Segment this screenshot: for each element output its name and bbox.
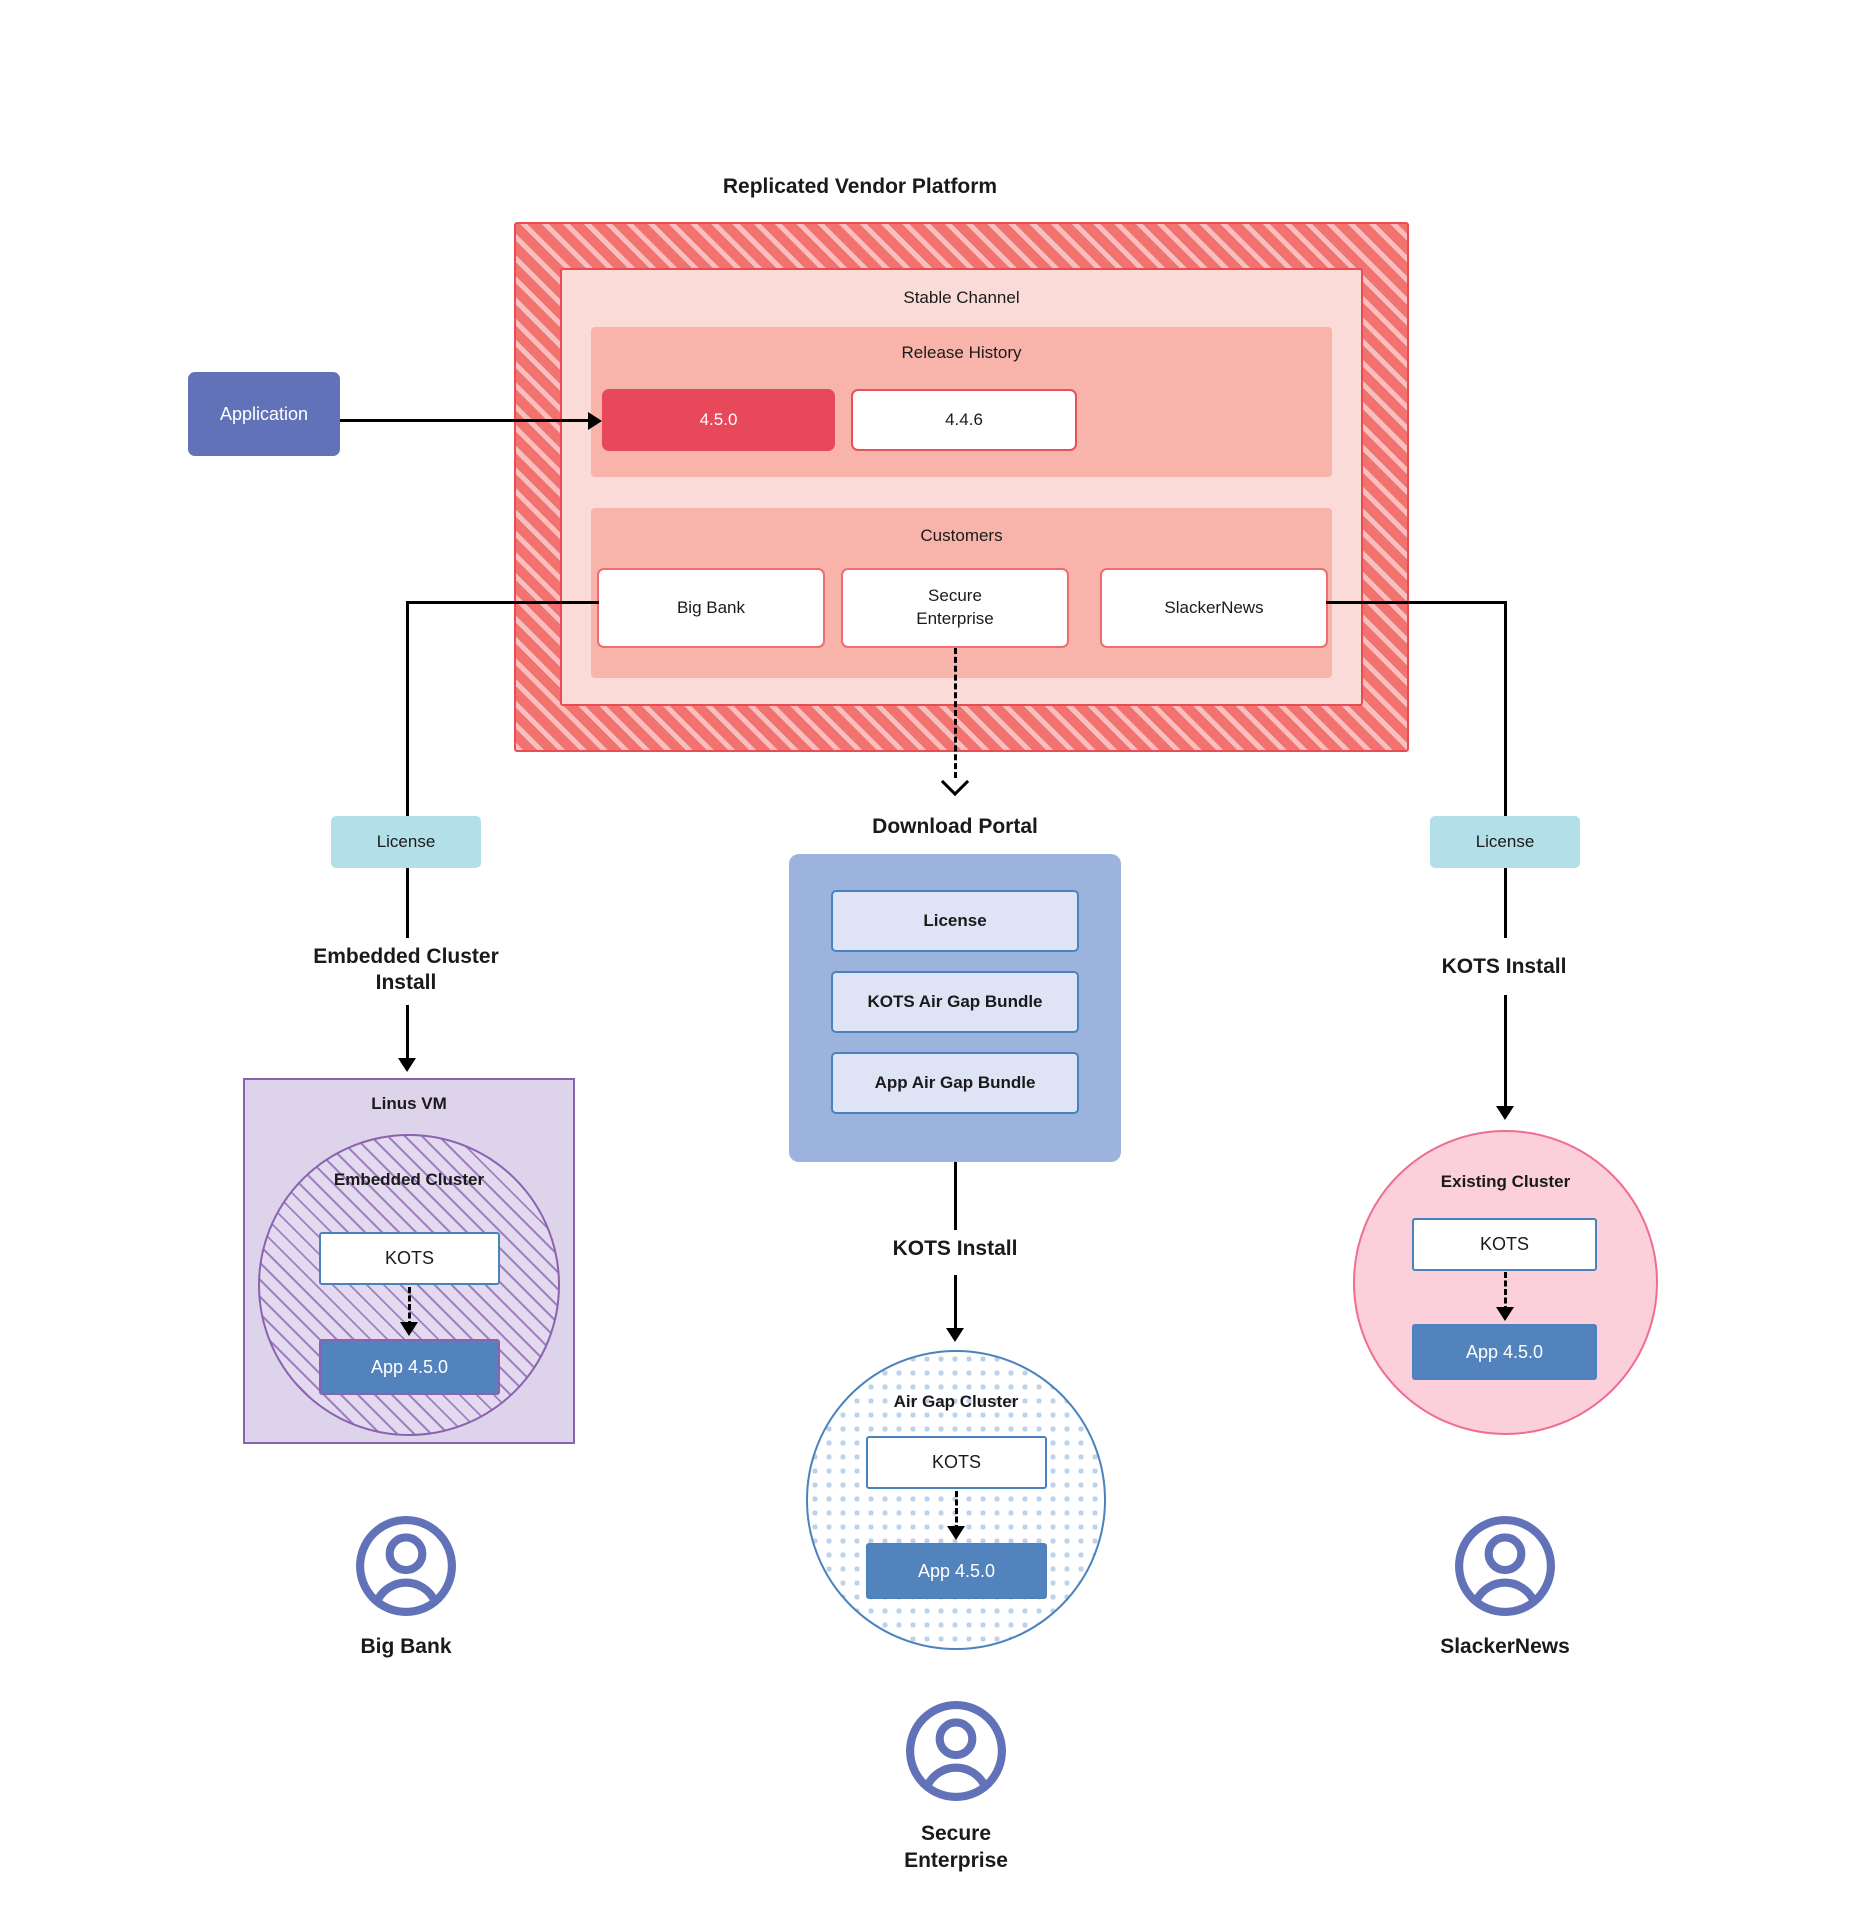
connector-secure-to-portal [954, 648, 957, 778]
kots-node-embedded[interactable]: KOTS [319, 1232, 500, 1285]
license-chip-left[interactable]: License [331, 816, 481, 868]
portal-item-app-airgap-bundle[interactable]: App Air Gap Bundle [831, 1052, 1079, 1114]
chevron-down-icon-portal [940, 767, 970, 797]
label-kots-install-right: KOTS Install [1441, 954, 1567, 978]
customer-card-slackernews[interactable]: SlackerNews [1100, 568, 1328, 648]
customer-card-secure-enterprise[interactable]: Secure Enterprise [841, 568, 1069, 648]
app-node-airgap[interactable]: App 4.5.0 [866, 1543, 1047, 1599]
arrowhead-right-to-cluster [1496, 1106, 1514, 1120]
kots-node-airgap[interactable]: KOTS [866, 1436, 1047, 1489]
label-kots-install-middle: KOTS Install [892, 1236, 1018, 1260]
arrowhead-kots-to-app-airgap [947, 1526, 965, 1540]
existing-cluster-label: Existing Cluster [1440, 1172, 1571, 1191]
connector-slackernews-horizontal [1326, 601, 1507, 604]
kots-node-existing[interactable]: KOTS [1412, 1218, 1597, 1271]
release-item-current[interactable]: 4.5.0 [602, 389, 835, 451]
download-portal-title: Download Portal [872, 814, 1038, 838]
stable-channel-label: Stable Channel [903, 288, 1020, 307]
app-node-existing[interactable]: App 4.5.0 [1412, 1324, 1597, 1380]
app-node-embedded[interactable]: App 4.5.0 [319, 1339, 500, 1395]
connector-bigbank-vertical [406, 601, 409, 816]
arrowhead-application-to-release [588, 412, 602, 430]
connector-license-right-down [1504, 868, 1507, 938]
page-title: Replicated Vendor Platform [722, 175, 998, 198]
release-history-label: Release History [901, 343, 1022, 362]
connector-kots-to-app-existing [1504, 1272, 1507, 1312]
air-gap-cluster-label: Air Gap Cluster [893, 1392, 1019, 1411]
license-chip-right[interactable]: License [1430, 816, 1580, 868]
customer-label-big-bank: Big Bank [360, 1635, 452, 1659]
connector-application-to-release [340, 419, 590, 422]
connector-portal-down [954, 1162, 957, 1230]
connector-left-to-vm [406, 1005, 409, 1062]
customer-label-slackernews: SlackerNews [1440, 1635, 1570, 1659]
connector-kots-to-app-airgap [955, 1491, 958, 1531]
arrowhead-middle-to-cluster [946, 1328, 964, 1342]
customer-card-big-bank[interactable]: Big Bank [597, 568, 825, 648]
arrowhead-kots-to-app-existing [1496, 1307, 1514, 1321]
customers-label: Customers [920, 526, 1003, 545]
portal-item-kots-airgap-bundle[interactable]: KOTS Air Gap Bundle [831, 971, 1079, 1033]
linus-vm-label: Linus VM [371, 1094, 447, 1113]
connector-middle-to-cluster [954, 1275, 957, 1332]
connector-bigbank-horizontal [406, 601, 599, 604]
label-embedded-cluster-install: Embedded Cluster Install [313, 944, 499, 994]
connector-slackernews-vertical [1504, 601, 1507, 816]
avatar-big-bank [355, 1515, 457, 1617]
portal-item-license[interactable]: License [831, 890, 1079, 952]
customer-label-secure-enterprise: Secure Enterprise [904, 1821, 1008, 1872]
connector-kots-to-app-embedded [408, 1287, 411, 1327]
arrowhead-kots-to-app-embedded [400, 1322, 418, 1336]
application-node[interactable]: Application [188, 372, 340, 456]
arrowhead-left-to-vm [398, 1058, 416, 1072]
avatar-secure-enterprise [905, 1700, 1007, 1802]
avatar-slackernews [1454, 1515, 1556, 1617]
embedded-cluster-label: Embedded Cluster [333, 1170, 485, 1189]
release-item-previous[interactable]: 4.4.6 [851, 389, 1077, 451]
connector-license-left-down [406, 868, 409, 938]
connector-right-to-cluster [1504, 995, 1507, 1110]
